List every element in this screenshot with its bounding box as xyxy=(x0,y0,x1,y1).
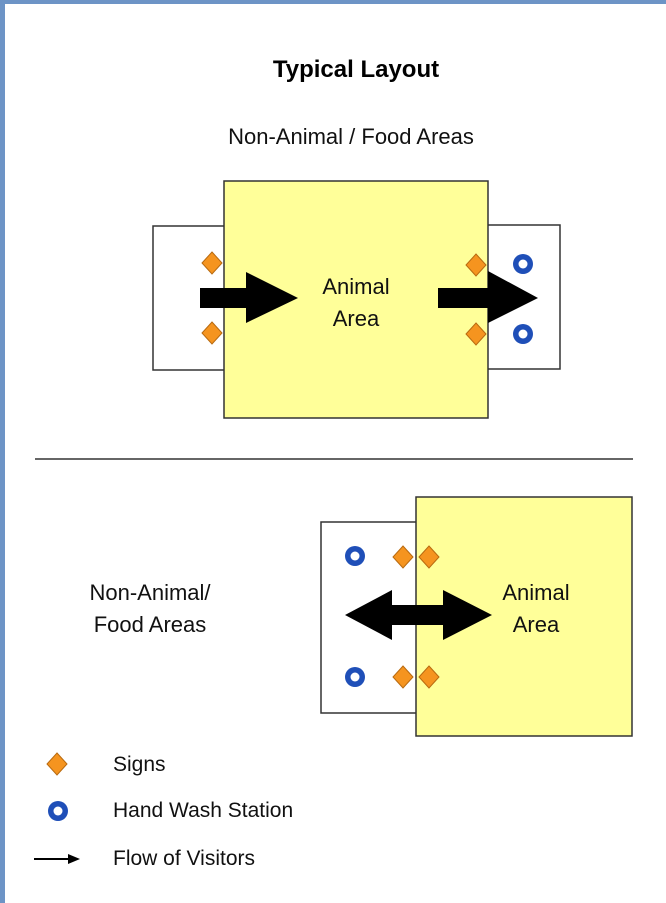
bottom-two-way-arrow xyxy=(345,590,492,640)
bottom-animal-area-line-2: Area xyxy=(513,612,560,637)
legend-hand-wash-icon xyxy=(48,801,68,821)
hand-wash-icon xyxy=(513,254,533,274)
top-entry-arrow xyxy=(200,272,298,323)
hand-wash-icon xyxy=(345,546,365,566)
diagram-title: Typical Layout xyxy=(273,56,439,83)
top-animal-area-line-2: Area xyxy=(333,306,380,331)
legend-flow-arrow-icon xyxy=(34,854,80,864)
legend-hand-wash-label: Hand Wash Station xyxy=(113,799,293,822)
legend-sign-icon xyxy=(46,752,68,776)
top-outer-label: Non-Animal / Food Areas xyxy=(228,124,474,149)
top-animal-area-line-1: Animal xyxy=(322,274,389,299)
hand-wash-icon xyxy=(345,667,365,687)
bottom-outer-label-line-2: Food Areas xyxy=(94,612,207,637)
bottom-outer-label-line-1: Non-Animal/ xyxy=(89,580,211,605)
legend-signs-label: Signs xyxy=(113,753,166,776)
top-exit-arrow xyxy=(438,271,538,323)
bottom-animal-area-line-1: Animal xyxy=(502,580,569,605)
legend-flow-label: Flow of Visitors xyxy=(113,847,255,870)
hand-wash-icon xyxy=(513,324,533,344)
